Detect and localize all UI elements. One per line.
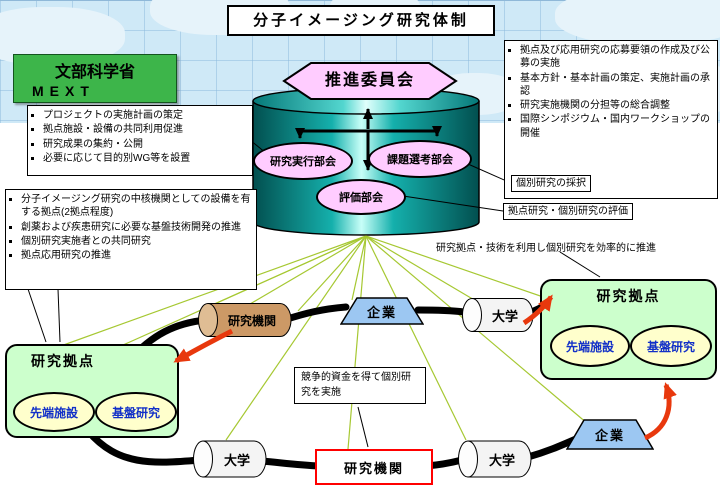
- company-top: 企業: [340, 297, 424, 325]
- university-bottom-right: 大学: [457, 439, 533, 479]
- cylinder-shape: [458, 440, 532, 478]
- research-base-left-title: 研究拠点: [31, 353, 95, 369]
- research-base-right-title: 研究拠点: [596, 288, 661, 304]
- adoption-tag: 個別研究の採択: [511, 175, 591, 192]
- trapezoid-shape: [340, 297, 424, 325]
- promote-text: 研究拠点・技術を利用し個別研究を効率的に推進: [436, 243, 656, 254]
- base-research-label: 基盤研究: [646, 339, 695, 354]
- mext-box: 文部科学省 MEXT: [13, 54, 177, 103]
- note-item: 分子イメージング研究の中核機関としての設備を有する拠点(2拠点程度): [21, 193, 252, 220]
- note-item: 拠点及び応用研究の応募要領の作成及び公募の実施: [520, 44, 713, 71]
- cylinder-shape: [462, 298, 534, 332]
- advanced-facility-oval: 先端施設: [13, 392, 95, 432]
- mext-name: 文部科学省: [54, 64, 135, 81]
- exec-subcommittee-label: 研究実行部会: [270, 156, 336, 168]
- research-org-bottom: 研究機関: [315, 449, 433, 485]
- advanced-facility-oval: 先端施設: [550, 325, 630, 367]
- funding-note: 競争的資金を得て個別研究を実施: [294, 367, 426, 404]
- map-landmass: [555, 0, 720, 45]
- promotion-committee: 推進委員会: [282, 61, 458, 101]
- base-notes: 分子イメージング研究の中核機関としての設備を有する拠点(2拠点程度) 創薬および…: [5, 189, 257, 290]
- university-bottom-right-label: 大学: [488, 452, 515, 468]
- university-bottom-left: 大学: [192, 439, 268, 479]
- exec-subcommittee: 研究実行部会: [253, 142, 353, 180]
- university-bottom-left-label: 大学: [223, 452, 250, 468]
- promotion-committee-label: 推進委員会: [324, 72, 415, 89]
- note-item: 拠点施設・設備の共同利用促進: [43, 123, 248, 136]
- note-item: 基本方針・基本計画の策定、実施計画の承認: [520, 72, 713, 99]
- company-bottom-label: 企業: [594, 428, 625, 443]
- note-item: 研究実施機関の分担等の総合調整: [520, 99, 713, 112]
- research-base-right: 研究拠点 先端施設 基盤研究: [540, 279, 717, 380]
- research-base-left: 研究拠点 先端施設 基盤研究: [5, 344, 179, 438]
- research-org-mid: 研究機関: [197, 302, 293, 338]
- trapezoid-shape: [566, 419, 654, 450]
- base-research-label: 基盤研究: [111, 405, 160, 420]
- evaluation-tag: 拠点研究・個別研究の評価: [503, 203, 633, 220]
- note-item: 国際シンポジウム・国内ワークショップの開催: [520, 113, 713, 140]
- note-item: 創薬および疾患研究に必要な基盤技術開発の推進: [21, 221, 252, 234]
- company-bottom: 企業: [566, 419, 654, 450]
- note-item: 必要に応じて目的別WG等を設置: [43, 152, 248, 165]
- pointer-lines: [27, 139, 601, 448]
- note-item: 研究成果の集約・公開: [43, 138, 248, 151]
- evaluation-subcommittee-label: 評価部会: [339, 192, 383, 204]
- base-research-oval: 基盤研究: [95, 392, 177, 432]
- research-org-bottom-label: 研究機関: [343, 460, 404, 476]
- note-item: 拠点応用研究の推進: [21, 249, 252, 262]
- evaluation-subcommittee: 評価部会: [316, 179, 406, 215]
- cylinder-shape: [198, 303, 292, 337]
- selection-subcommittee-label: 課題選考部会: [387, 154, 453, 166]
- company-top-label: 企業: [366, 304, 397, 320]
- note-item: 個別研究実施者との共同研究: [21, 235, 252, 248]
- cylinder-shape: [193, 440, 267, 478]
- exec-notes: プロジェクトの実施計画の策定 拠点施設・設備の共同利用促進 研究成果の集約・公開…: [27, 105, 253, 176]
- university-top: 大学: [461, 297, 535, 333]
- selection-subcommittee: 課題選考部会: [368, 140, 472, 178]
- mext-abbr: MEXT: [32, 83, 95, 99]
- advanced-facility-label: 先端施設: [565, 339, 614, 354]
- base-research-oval: 基盤研究: [630, 325, 712, 367]
- hexagon-shape: [282, 62, 458, 100]
- committee-notes: 拠点及び応用研究の応募要領の作成及び公募の実施 基本方針・基本計画の策定、実施計…: [504, 40, 718, 199]
- committee-arrows: [295, 108, 442, 171]
- note-item: プロジェクトの実施計画の策定: [43, 109, 248, 122]
- research-org-mid-label: 研究機関: [227, 313, 276, 328]
- university-top-label: 大学: [491, 308, 518, 324]
- advanced-facility-label: 先端施設: [29, 405, 78, 420]
- page-title: 分子イメージング研究体制: [227, 5, 495, 36]
